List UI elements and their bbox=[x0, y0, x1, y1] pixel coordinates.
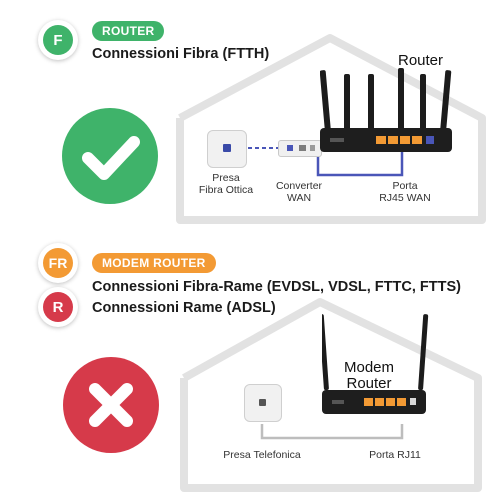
badge-f: F bbox=[38, 20, 78, 60]
badge-fr: FR bbox=[38, 243, 78, 283]
status-check-circle bbox=[62, 108, 158, 204]
modem-router-label: Modem Router bbox=[334, 360, 404, 392]
converter-label: Converter WAN bbox=[266, 180, 332, 204]
wan-port-label: Porta RJ45 WAN bbox=[372, 180, 438, 204]
fiber-socket-label-2: Fibra Ottica bbox=[198, 184, 254, 196]
modem-heading-r: Connessioni Rame (ADSL) bbox=[92, 300, 276, 316]
rj11-port-label: Porta RJ11 bbox=[369, 449, 421, 461]
modem-heading-fr: Connessioni Fibra-Rame (EVDSL, VDSL, FTT… bbox=[92, 279, 461, 295]
modem-router-device bbox=[322, 314, 429, 414]
badge-r: R bbox=[38, 287, 78, 327]
converter-port-c bbox=[310, 145, 315, 151]
house-outline-bottom bbox=[180, 298, 482, 492]
house-outline-top bbox=[176, 34, 486, 224]
router-pill: ROUTER bbox=[92, 21, 165, 41]
router-device bbox=[320, 68, 452, 152]
modem-pill-label: MODEM ROUTER bbox=[102, 256, 206, 270]
phone-socket-label: Presa Telefonica bbox=[223, 449, 301, 461]
modem-router-label-2: Router bbox=[346, 375, 392, 392]
converter-label-1: Converter bbox=[275, 180, 323, 192]
check-icon bbox=[82, 136, 140, 180]
phone-socket bbox=[244, 384, 282, 422]
house-roof-top bbox=[176, 34, 486, 224]
fiber-socket-label-1: Presa bbox=[212, 172, 240, 184]
modem-pill: MODEM ROUTER bbox=[92, 253, 216, 273]
badge-f-letter: F bbox=[53, 31, 63, 49]
phone-cable bbox=[260, 424, 404, 440]
fiber-socket bbox=[207, 130, 247, 168]
badge-fr-inner: FR bbox=[43, 248, 73, 278]
router-label: Router bbox=[398, 52, 444, 69]
converter-label-2: WAN bbox=[286, 192, 312, 204]
badge-r-inner: R bbox=[43, 292, 73, 322]
badge-f-inner: F bbox=[43, 25, 73, 55]
house-roof-bottom bbox=[180, 298, 482, 492]
router-heading: Connessioni Fibra (FTTH) bbox=[92, 46, 270, 62]
badge-fr-letter: FR bbox=[48, 255, 68, 271]
fiber-socket-label: Presa Fibra Ottica bbox=[190, 172, 262, 196]
wan-port-label-2: RJ45 WAN bbox=[379, 192, 431, 204]
modem-router-label-1: Modem bbox=[343, 359, 395, 376]
lan-cable bbox=[316, 152, 404, 177]
wan-port-label-1: Porta bbox=[392, 180, 418, 192]
fiber-socket-port bbox=[223, 144, 231, 152]
converter-port-a bbox=[287, 145, 293, 151]
phone-socket-port bbox=[259, 399, 266, 406]
cross-icon bbox=[89, 383, 133, 427]
badge-r-letter: R bbox=[52, 298, 64, 316]
wan-converter bbox=[278, 140, 322, 157]
router-pill-label: ROUTER bbox=[102, 24, 155, 38]
status-cross-circle bbox=[63, 357, 159, 453]
converter-port-b bbox=[299, 145, 306, 151]
